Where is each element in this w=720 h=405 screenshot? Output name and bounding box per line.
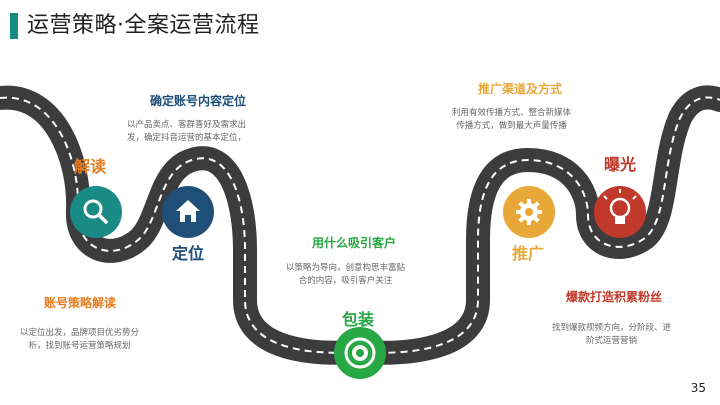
title-accent-bar xyxy=(10,13,18,39)
stage-node-解读 xyxy=(70,186,122,238)
stage-label-推广: 推广 xyxy=(512,244,545,263)
stage-heading-解读: 账号策略解读 xyxy=(44,296,117,310)
stage-heading-推广: 推广渠道及方式 xyxy=(478,82,563,96)
stage-node-定位 xyxy=(162,186,214,238)
stage-desc-包装: 以策略为导向，创意构思丰富贴 合的内容，吸引客户关注 xyxy=(286,263,406,286)
stage-node-包装 xyxy=(334,327,386,379)
stage-heading-定位: 确定账号内容定位 xyxy=(150,94,247,108)
stage-heading-曝光: 爆款打造积累粉丝 xyxy=(566,290,663,304)
page-title: 运营策略·全案运营流程 xyxy=(27,13,260,38)
stage-desc-推广: 利用有效传播方式、整合新媒体 传播方式，做到最大声量传播 xyxy=(452,108,572,131)
stage-heading-包装: 用什么吸引客户 xyxy=(312,236,397,250)
lightbulb-icon xyxy=(603,189,637,224)
stage-desc-定位: 以产品卖点、客群喜好及需求出 发，确定抖音运营的基本定位， xyxy=(127,120,247,143)
stage-desc-解读: 以定位出发，品牌项目优劣势分 析，找到账号运营策略规划 xyxy=(20,328,140,351)
gear-icon xyxy=(516,199,542,225)
stage-label-解读: 解读 xyxy=(74,157,107,176)
stage-node-曝光 xyxy=(594,186,646,238)
page-number: 35 xyxy=(690,381,706,395)
stage-label-包装: 包装 xyxy=(342,310,375,329)
stage-label-定位: 定位 xyxy=(172,244,205,263)
stage-node-推广 xyxy=(503,186,555,238)
stage-desc-曝光: 找到爆款视频方向，分阶段、进 阶式运营营销 xyxy=(552,323,672,346)
search-icon xyxy=(83,199,108,224)
target-icon xyxy=(344,337,376,369)
home-icon xyxy=(176,200,200,222)
road-lane-markings xyxy=(0,96,720,354)
stage-label-曝光: 曝光 xyxy=(604,155,637,174)
